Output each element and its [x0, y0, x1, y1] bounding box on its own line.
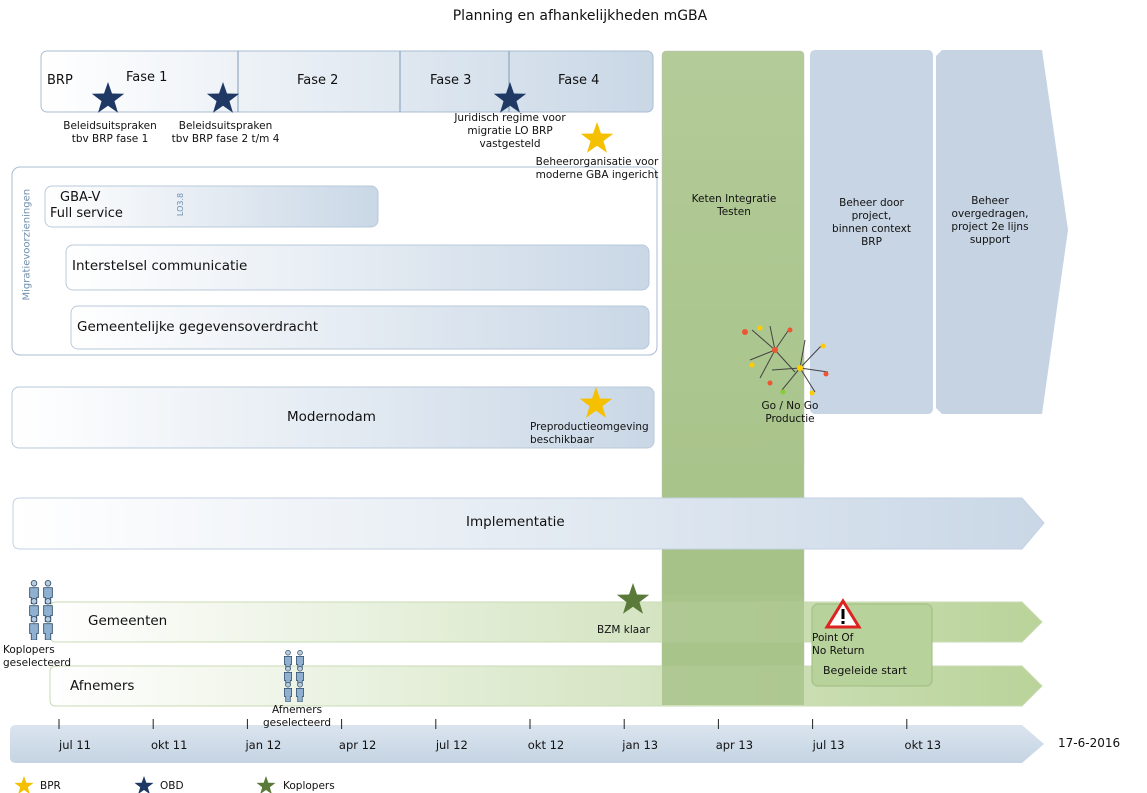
bzm-label: BZM klaar [597, 624, 650, 636]
phase-fase1: Fase 1 [126, 70, 168, 85]
modernodam-box [11, 386, 655, 449]
legend-bpr-label: BPR [40, 780, 61, 792]
timeline-tick-label: apr 13 [715, 738, 754, 752]
migratie-label: Migratievoorzieningen [21, 188, 33, 301]
interstelsel-box [65, 244, 650, 291]
legend-obd-icon [134, 776, 154, 793]
phase-fase4: Fase 4 [558, 73, 600, 88]
beheer-project-column [810, 50, 933, 414]
timeline-tick-marks [58, 719, 908, 729]
phase-fase2: Fase 2 [297, 73, 339, 88]
interstelsel-label: Interstelsel communicatie [72, 258, 248, 274]
gemeenten-label: Gemeenten [88, 613, 168, 629]
timeline-tick-label: okt 13 [904, 738, 942, 752]
legend-obd-label: OBD [160, 780, 184, 792]
implementatie-arrow [12, 497, 1045, 550]
legend-koplopers-label: Koplopers [283, 780, 335, 792]
timeline-tick-label: jul 12 [435, 738, 468, 752]
timeline-date: 17-6-2016 [1058, 736, 1121, 750]
timeline-tick-label: apr 12 [338, 738, 377, 752]
koplopers-people-icon [29, 580, 53, 640]
implementatie-label: Implementatie [466, 514, 565, 530]
timeline-tick-label: jan 13 [622, 738, 659, 752]
timeline-tick-label: jul 11 [59, 738, 91, 752]
gemeentelijke-label: Gemeentelijke gegevensoverdracht [77, 319, 319, 335]
gemeentelijke-box [70, 305, 650, 350]
legend-koplopers-icon [256, 776, 276, 793]
timeline-tick-label: okt 12 [527, 738, 565, 752]
phase-brp: BRP [47, 73, 73, 88]
lo38-label: LO3.8 [176, 192, 186, 217]
keten-overlay [662, 595, 804, 705]
phase-fase3: Fase 3 [430, 73, 472, 88]
timeline-arrow [10, 725, 1044, 763]
begeleide-start-label: Begeleide start [823, 664, 907, 677]
timeline-tick-label: jul 13 [812, 738, 845, 752]
gbav-box [44, 185, 379, 228]
modernodam-label: Modernodam [287, 409, 376, 425]
beheer-overgedragen-arrow [936, 50, 1068, 414]
page-title: Planning en afhankelijkheden mGBA [452, 8, 708, 24]
fireworks-icon [742, 325, 829, 396]
timeline-tick-label: okt 11 [150, 738, 188, 752]
legend-bpr-icon [14, 776, 34, 793]
timeline-tick-label: jan 12 [245, 738, 282, 752]
afnemers-label: Afnemers [70, 678, 135, 694]
star-bpr-icon [580, 122, 614, 153]
warning-icon [824, 598, 862, 629]
